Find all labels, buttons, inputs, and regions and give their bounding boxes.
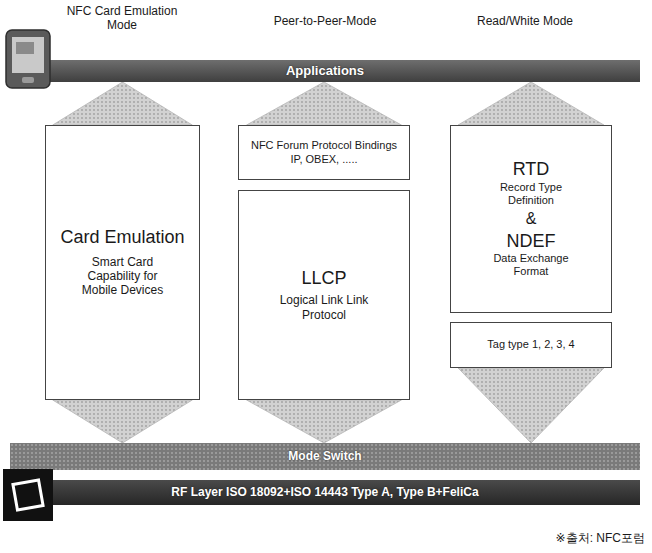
mode-box: RTDRecord Type Definition & NDEFData Excha… [450, 125, 612, 313]
node-title: Applications [286, 63, 364, 79]
mode-label: Read/White Mode [455, 14, 595, 28]
tag-box: Tag type 1, 2, 3, 4 [450, 322, 612, 368]
layer-band: RF Layer ISO 18092+ISO 14443 Type A, Typ… [10, 480, 640, 505]
node-title: RF Layer ISO 18092+ISO 14443 Type A, Typ… [171, 485, 478, 499]
double-arrow [247, 400, 402, 443]
node-title: Tag type 1, 2, 3, 4 [487, 338, 574, 351]
protocol-box: NFC Forum Protocol BindingsIP, OBEX, ...… [238, 125, 410, 180]
double-arrow [458, 82, 604, 125]
mode-label: Peer-to-Peer-Mode [255, 14, 395, 28]
source-note: ※출처: NFC포럼 [495, 531, 645, 545]
node-text: Logical Link Link Protocol [274, 293, 374, 322]
mode-box: Card EmulationSmart Card Capability for … [45, 125, 200, 400]
node-text: Record Type Definition [484, 181, 579, 207]
mode-box: LLCP Logical Link Link Protocol [238, 190, 410, 400]
layer-band: Mode Switch [10, 443, 640, 470]
mode-label: NFC Card Emulation Mode [62, 4, 182, 33]
node-title: LLCP [301, 268, 346, 290]
node-title: Mode Switch [288, 449, 361, 463]
node-text: & [526, 209, 537, 228]
node-text: IP, OBEX, ..... [290, 153, 357, 166]
node-title: NFC Forum Protocol Bindings [251, 139, 397, 152]
node-text: Smart Card Capability for Mobile Devices [75, 255, 170, 298]
node-title: Card Emulation [60, 227, 184, 249]
double-arrow [247, 82, 402, 125]
double-arrow [458, 368, 604, 443]
node-title: RTD [513, 159, 550, 181]
layer-band: Applications [10, 60, 640, 82]
node-text: Data Exchange Format [484, 252, 579, 278]
node-text: NDEF [507, 231, 556, 253]
double-arrow [53, 400, 193, 443]
double-arrow [53, 82, 193, 125]
